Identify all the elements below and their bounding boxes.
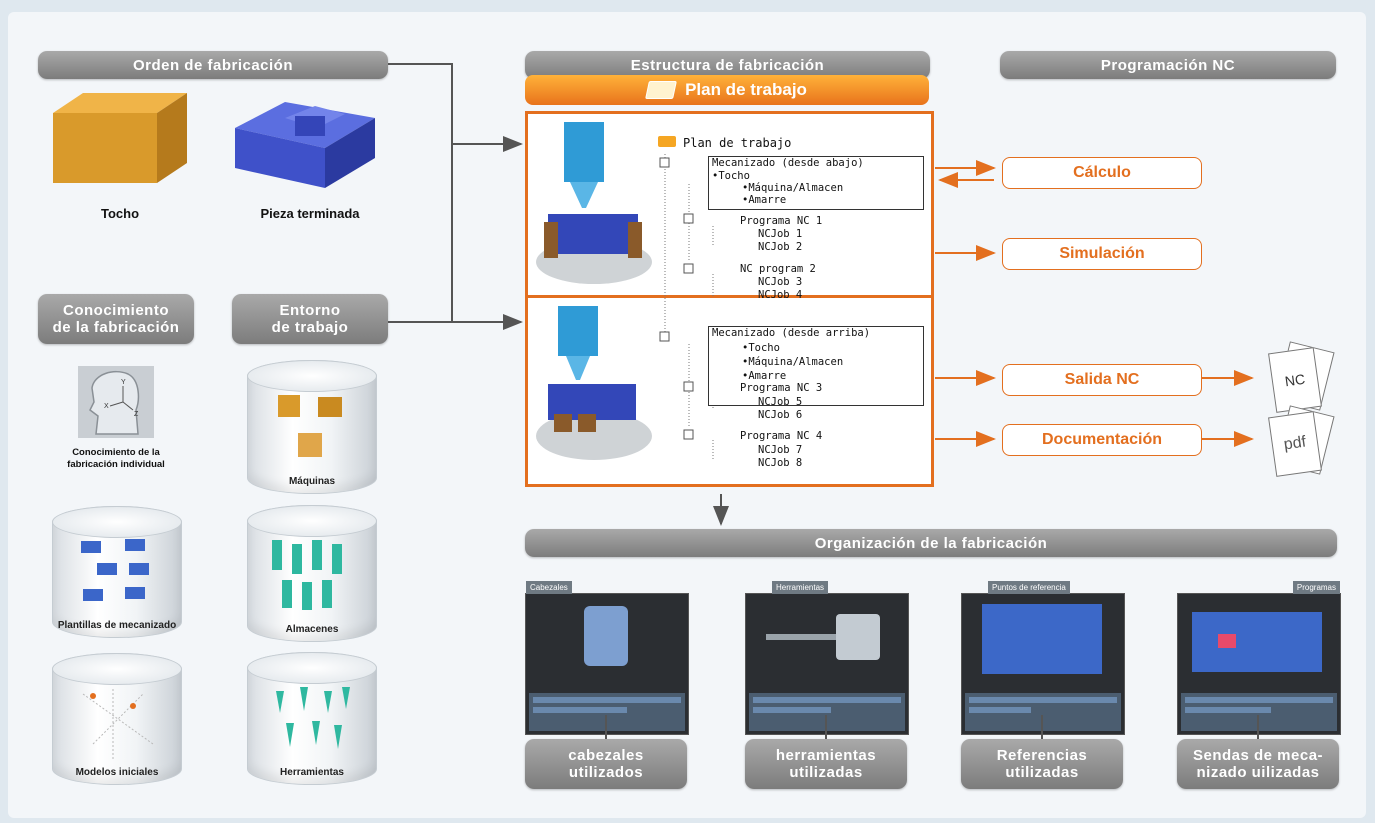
cylinder-label: Máquinas — [288, 476, 336, 487]
calculo-button[interactable]: Cálculo — [1002, 157, 1202, 189]
screen-tag: Cabezales — [526, 581, 572, 594]
head-icon: Y X Z — [78, 366, 154, 438]
tree-job[interactable]: NCJob 7 — [758, 444, 803, 456]
screen-cabezales: Cabezales — [525, 581, 689, 735]
cylinder-label: Modelos iniciales — [75, 767, 159, 778]
part-view — [982, 604, 1102, 674]
cylinder-label: Almacenes — [285, 624, 339, 635]
tree-op2[interactable]: Mecanizado (desde arriba) — [712, 327, 871, 339]
pdf-document-icon: pdf — [1262, 404, 1338, 484]
pdf-label: pdf — [1268, 411, 1322, 477]
caption-cabezales: cabezales utilizados — [525, 739, 687, 789]
tocho-caption: Tocho — [100, 206, 140, 221]
tree-prog3[interactable]: Programa NC 3 — [740, 382, 823, 394]
header-estructura: Estructura de fabricación — [525, 51, 930, 79]
op2-box — [708, 326, 924, 406]
tree-op1-item: •Máquina/Almacen — [742, 182, 844, 194]
caption-programas: Sendas de meca- nizado uilizadas — [1177, 739, 1339, 789]
header-conocimiento: Conocimiento de la fabricación — [38, 294, 194, 344]
toolpath-highlight — [1218, 634, 1236, 648]
tree-job[interactable]: NCJob 2 — [758, 241, 803, 253]
tree-job[interactable]: NCJob 6 — [758, 409, 803, 421]
tree-op1-item: •Tocho — [712, 170, 750, 182]
pieza-caption: Pieza terminada — [260, 206, 360, 221]
tool-icon — [766, 634, 840, 640]
cylinder-herramientas: Herramientas — [247, 652, 377, 785]
svg-text:Y: Y — [121, 379, 126, 386]
connector — [1257, 715, 1259, 739]
header-entorno: Entorno de trabajo — [232, 294, 388, 344]
connector — [1041, 715, 1043, 739]
tree-op2-item: •Máquina/Almacen — [742, 356, 844, 368]
tree-job[interactable]: NCJob 1 — [758, 228, 803, 240]
screen-referencias: Puntos de referencia — [961, 581, 1125, 735]
tree-op2-item: •Tocho — [742, 342, 780, 354]
toolpath-view — [1192, 612, 1322, 672]
header-orden: Orden de fabricación — [38, 51, 388, 79]
cylinder-label: Herramientas — [280, 767, 344, 778]
screen-tag: Herramientas — [772, 581, 829, 594]
screen-tag: Programas — [1292, 581, 1340, 594]
header-programacion: Programación NC — [1000, 51, 1336, 79]
tree-root[interactable]: Plan de trabajo — [683, 136, 792, 150]
tree-op2-item: •Amarre — [742, 370, 787, 382]
head-part-icon — [584, 606, 628, 666]
svg-text:Z: Z — [134, 411, 139, 418]
plan-bar-label: Plan de trabajo — [685, 80, 807, 99]
plan-de-trabajo-bar: Plan de trabajo — [525, 75, 929, 105]
tree-op1-item: •Amarre — [742, 194, 787, 206]
tree-job[interactable]: NCJob 8 — [758, 457, 803, 469]
pieza-image — [235, 102, 375, 188]
cylinder-modelos: Modelos iniciales — [52, 653, 182, 785]
machine-image-1 — [536, 122, 652, 284]
cylinder-label: Plantillas de mecanizado — [57, 620, 177, 631]
divider — [528, 295, 931, 298]
salida-nc-button[interactable]: Salida NC — [1002, 364, 1202, 396]
simulacion-button[interactable]: Simulación — [1002, 238, 1202, 270]
tree-prog1[interactable]: Programa NC 1 — [740, 215, 823, 227]
tocho-image — [53, 93, 187, 183]
folder-icon — [658, 136, 676, 147]
machine-image-2 — [536, 306, 652, 460]
screen-tag: Puntos de referencia — [988, 581, 1070, 594]
tree-job[interactable]: NCJob 3 — [758, 276, 803, 288]
tree-prog2[interactable]: NC program 2 — [740, 263, 816, 275]
caption-referencias: Referencias utilizadas — [961, 739, 1123, 789]
conocimiento-caption: Conocimiento de la fabricación individua… — [67, 447, 165, 470]
tree-job[interactable]: NCJob 4 — [758, 289, 803, 301]
cylinder-maquinas: Máquinas — [247, 360, 377, 494]
connector — [605, 715, 607, 739]
tree-root-icon — [658, 136, 676, 150]
header-organizacion: Organización de la fabricación — [525, 529, 1337, 557]
tree-op1[interactable]: Mecanizado (desde abajo) — [712, 157, 864, 169]
tree-job[interactable]: NCJob 5 — [758, 396, 803, 408]
tree-prog4[interactable]: Programa NC 4 — [740, 430, 823, 442]
screen-herramientas: Herramientas — [745, 581, 909, 735]
op1-box — [708, 156, 924, 210]
tree-lines — [659, 154, 714, 460]
documentacion-button[interactable]: Documentación — [1002, 424, 1202, 456]
cylinder-plantillas: Plantillas de mecanizado — [52, 506, 182, 638]
folder-icon — [645, 81, 677, 99]
cylinder-almacenes: Almacenes — [247, 505, 377, 642]
svg-text:X: X — [104, 403, 109, 410]
holder-icon — [836, 614, 880, 660]
screen-programas: Programas — [1177, 581, 1341, 735]
connector — [825, 715, 827, 739]
caption-herramientas: herramientas utilizadas — [745, 739, 907, 789]
structure-box: Plan de trabajo Mecanizado (desde abajo)… — [525, 111, 934, 487]
